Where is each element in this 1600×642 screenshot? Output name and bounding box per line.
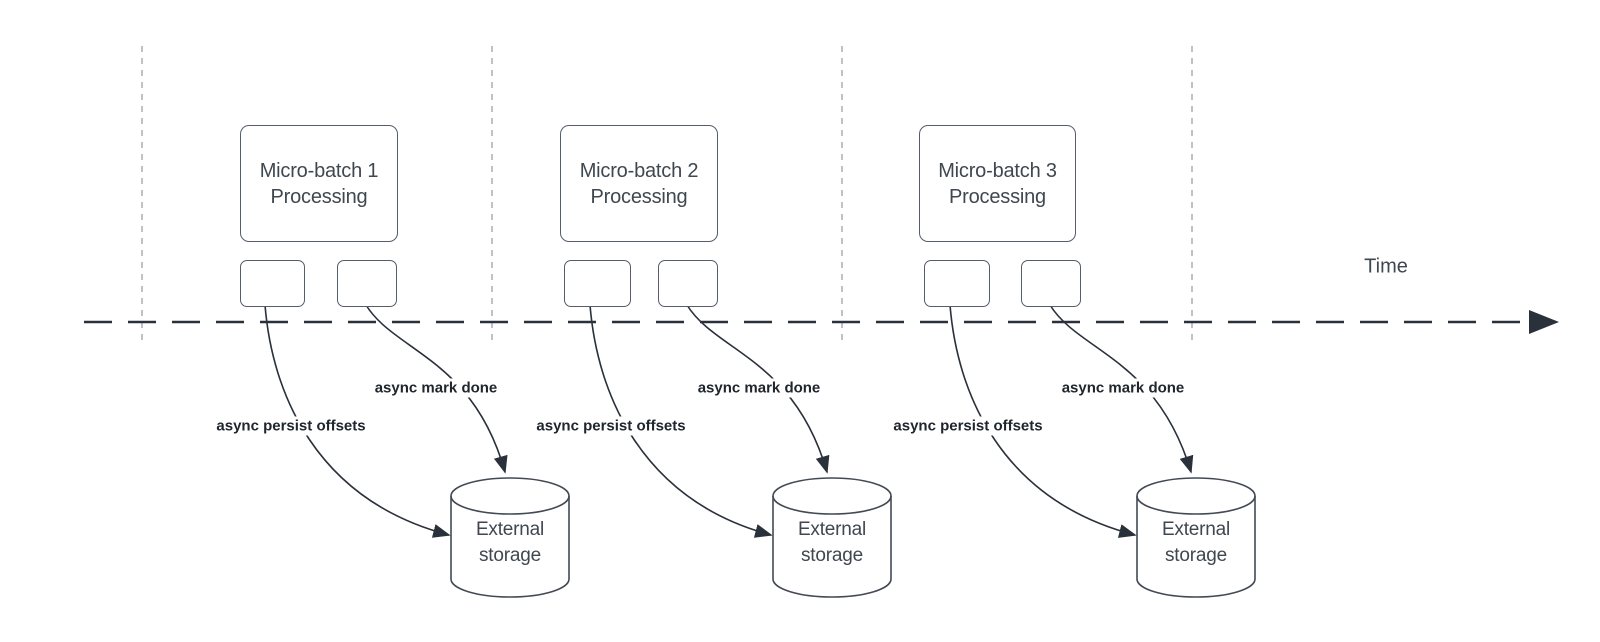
storage-cylinder <box>772 477 892 598</box>
persist-task-box <box>240 260 305 307</box>
microbatch-title: Micro-batch 1 <box>259 159 379 182</box>
microbatch-2-processing-box: Micro-batch 2 Processing <box>560 125 718 242</box>
microbatch-1-processing-box: Micro-batch 1 Processing <box>240 125 398 242</box>
storage-cylinder <box>450 477 570 598</box>
mark-done-arrow <box>365 304 508 474</box>
persist-task-box <box>564 260 631 307</box>
persist-offsets-label: async persist offsets <box>889 416 1047 436</box>
external-storage-label: External storage <box>797 519 867 566</box>
persist-task-box <box>924 260 990 307</box>
external-storage-label: External storage <box>475 519 545 566</box>
time-axis-label: Time <box>1364 255 1408 278</box>
persist-offsets-arrow <box>949 304 1137 538</box>
mark-done-label: async mark done <box>370 378 502 398</box>
microbatch-subtitle: Processing <box>949 185 1046 208</box>
mark-done-arrow <box>686 304 830 474</box>
persist-offsets-arrow <box>589 304 773 538</box>
mark-done-label: async mark done <box>1057 378 1189 398</box>
persist-offsets-label: async persist offsets <box>532 416 690 436</box>
done-task-box <box>1021 260 1081 307</box>
microbatch-subtitle: Processing <box>590 185 688 208</box>
persist-offsets-label: async persist offsets <box>212 416 370 436</box>
persist-offsets-arrow <box>264 304 451 538</box>
microbatch-title: Micro-batch 3 <box>938 159 1057 182</box>
done-task-box <box>337 260 397 307</box>
storage-cylinder <box>1136 477 1256 598</box>
external-storage-label: External storage <box>1161 519 1231 566</box>
microbatch-3-processing-box: Micro-batch 3 Processing <box>919 125 1076 242</box>
mark-done-label: async mark done <box>693 378 825 398</box>
done-task-box <box>658 260 718 307</box>
microbatch-subtitle: Processing <box>270 185 368 208</box>
mark-done-arrow <box>1049 304 1194 474</box>
microbatch-title: Micro-batch 2 <box>579 159 699 182</box>
